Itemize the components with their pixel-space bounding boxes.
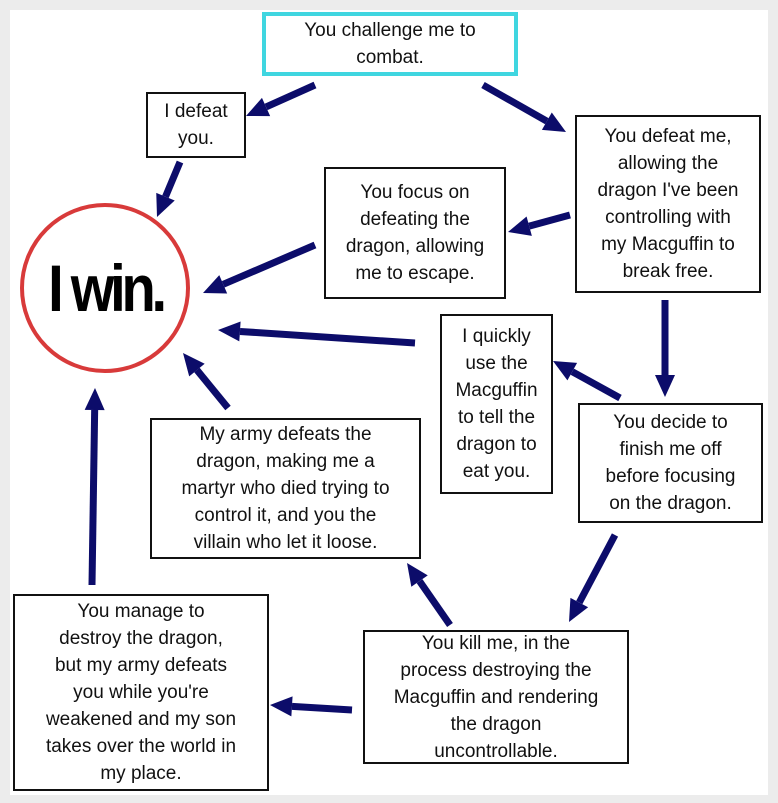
arrow-head <box>655 375 675 397</box>
arrow-12 <box>270 696 353 717</box>
arrow-1 <box>246 81 317 117</box>
arrow-shaft <box>416 579 453 627</box>
arrow-7 <box>655 300 675 397</box>
arrow-shaft <box>162 160 184 199</box>
i-win-circle: I win. <box>20 203 190 373</box>
arrow-head <box>508 216 532 236</box>
arrow-shaft <box>194 367 231 411</box>
node-you-manage: You manage to destroy the dragon, but my… <box>13 594 269 791</box>
arrow-shaft <box>264 81 317 111</box>
i-win-text: I win. <box>47 251 167 325</box>
node-you-focus: You focus on defeating the dragon, allow… <box>324 167 506 299</box>
arrow-shaft <box>291 702 353 714</box>
arrow-head <box>183 353 205 377</box>
node-my-army: My army defeats the dragon, making me a … <box>150 418 421 559</box>
arrow-6 <box>218 321 416 347</box>
node-challenge: You challenge me to combat. <box>262 12 518 76</box>
arrow-8 <box>553 361 622 402</box>
arrow-shaft <box>570 368 622 402</box>
arrow-head <box>218 321 241 342</box>
node-you-decide: You decide to finish me off before focus… <box>578 403 763 523</box>
arrow-head <box>553 361 578 381</box>
arrow-10 <box>407 563 453 627</box>
arrow-5 <box>203 241 317 294</box>
node-you-kill-me: You kill me, in the process destroying t… <box>363 630 629 764</box>
arrow-shaft <box>239 327 416 347</box>
arrow-head <box>156 192 175 217</box>
arrow-shaft <box>528 211 571 230</box>
arrow-shaft <box>481 81 549 125</box>
arrow-head <box>84 388 105 411</box>
arrow-head <box>407 563 428 587</box>
arrow-3 <box>156 160 184 217</box>
arrow-head <box>203 275 228 294</box>
node-you-defeat-me: You defeat me, allowing the dragon I've … <box>575 115 761 293</box>
arrow-2 <box>481 81 566 132</box>
arrow-13 <box>84 388 105 586</box>
arrow-shaft <box>221 241 317 288</box>
arrow-shaft <box>88 409 99 586</box>
node-i-quickly: I quickly use the Macguffin to tell the … <box>440 314 553 494</box>
arrow-shaft <box>576 533 619 605</box>
arrow-head <box>270 696 293 717</box>
node-i-defeat-you: I defeat you. <box>146 92 246 158</box>
arrow-11 <box>183 353 231 411</box>
arrow-head <box>246 97 271 117</box>
arrow-head <box>541 112 566 132</box>
arrow-9 <box>569 533 619 622</box>
arrow-4 <box>508 211 571 236</box>
arrow-head <box>569 597 589 622</box>
